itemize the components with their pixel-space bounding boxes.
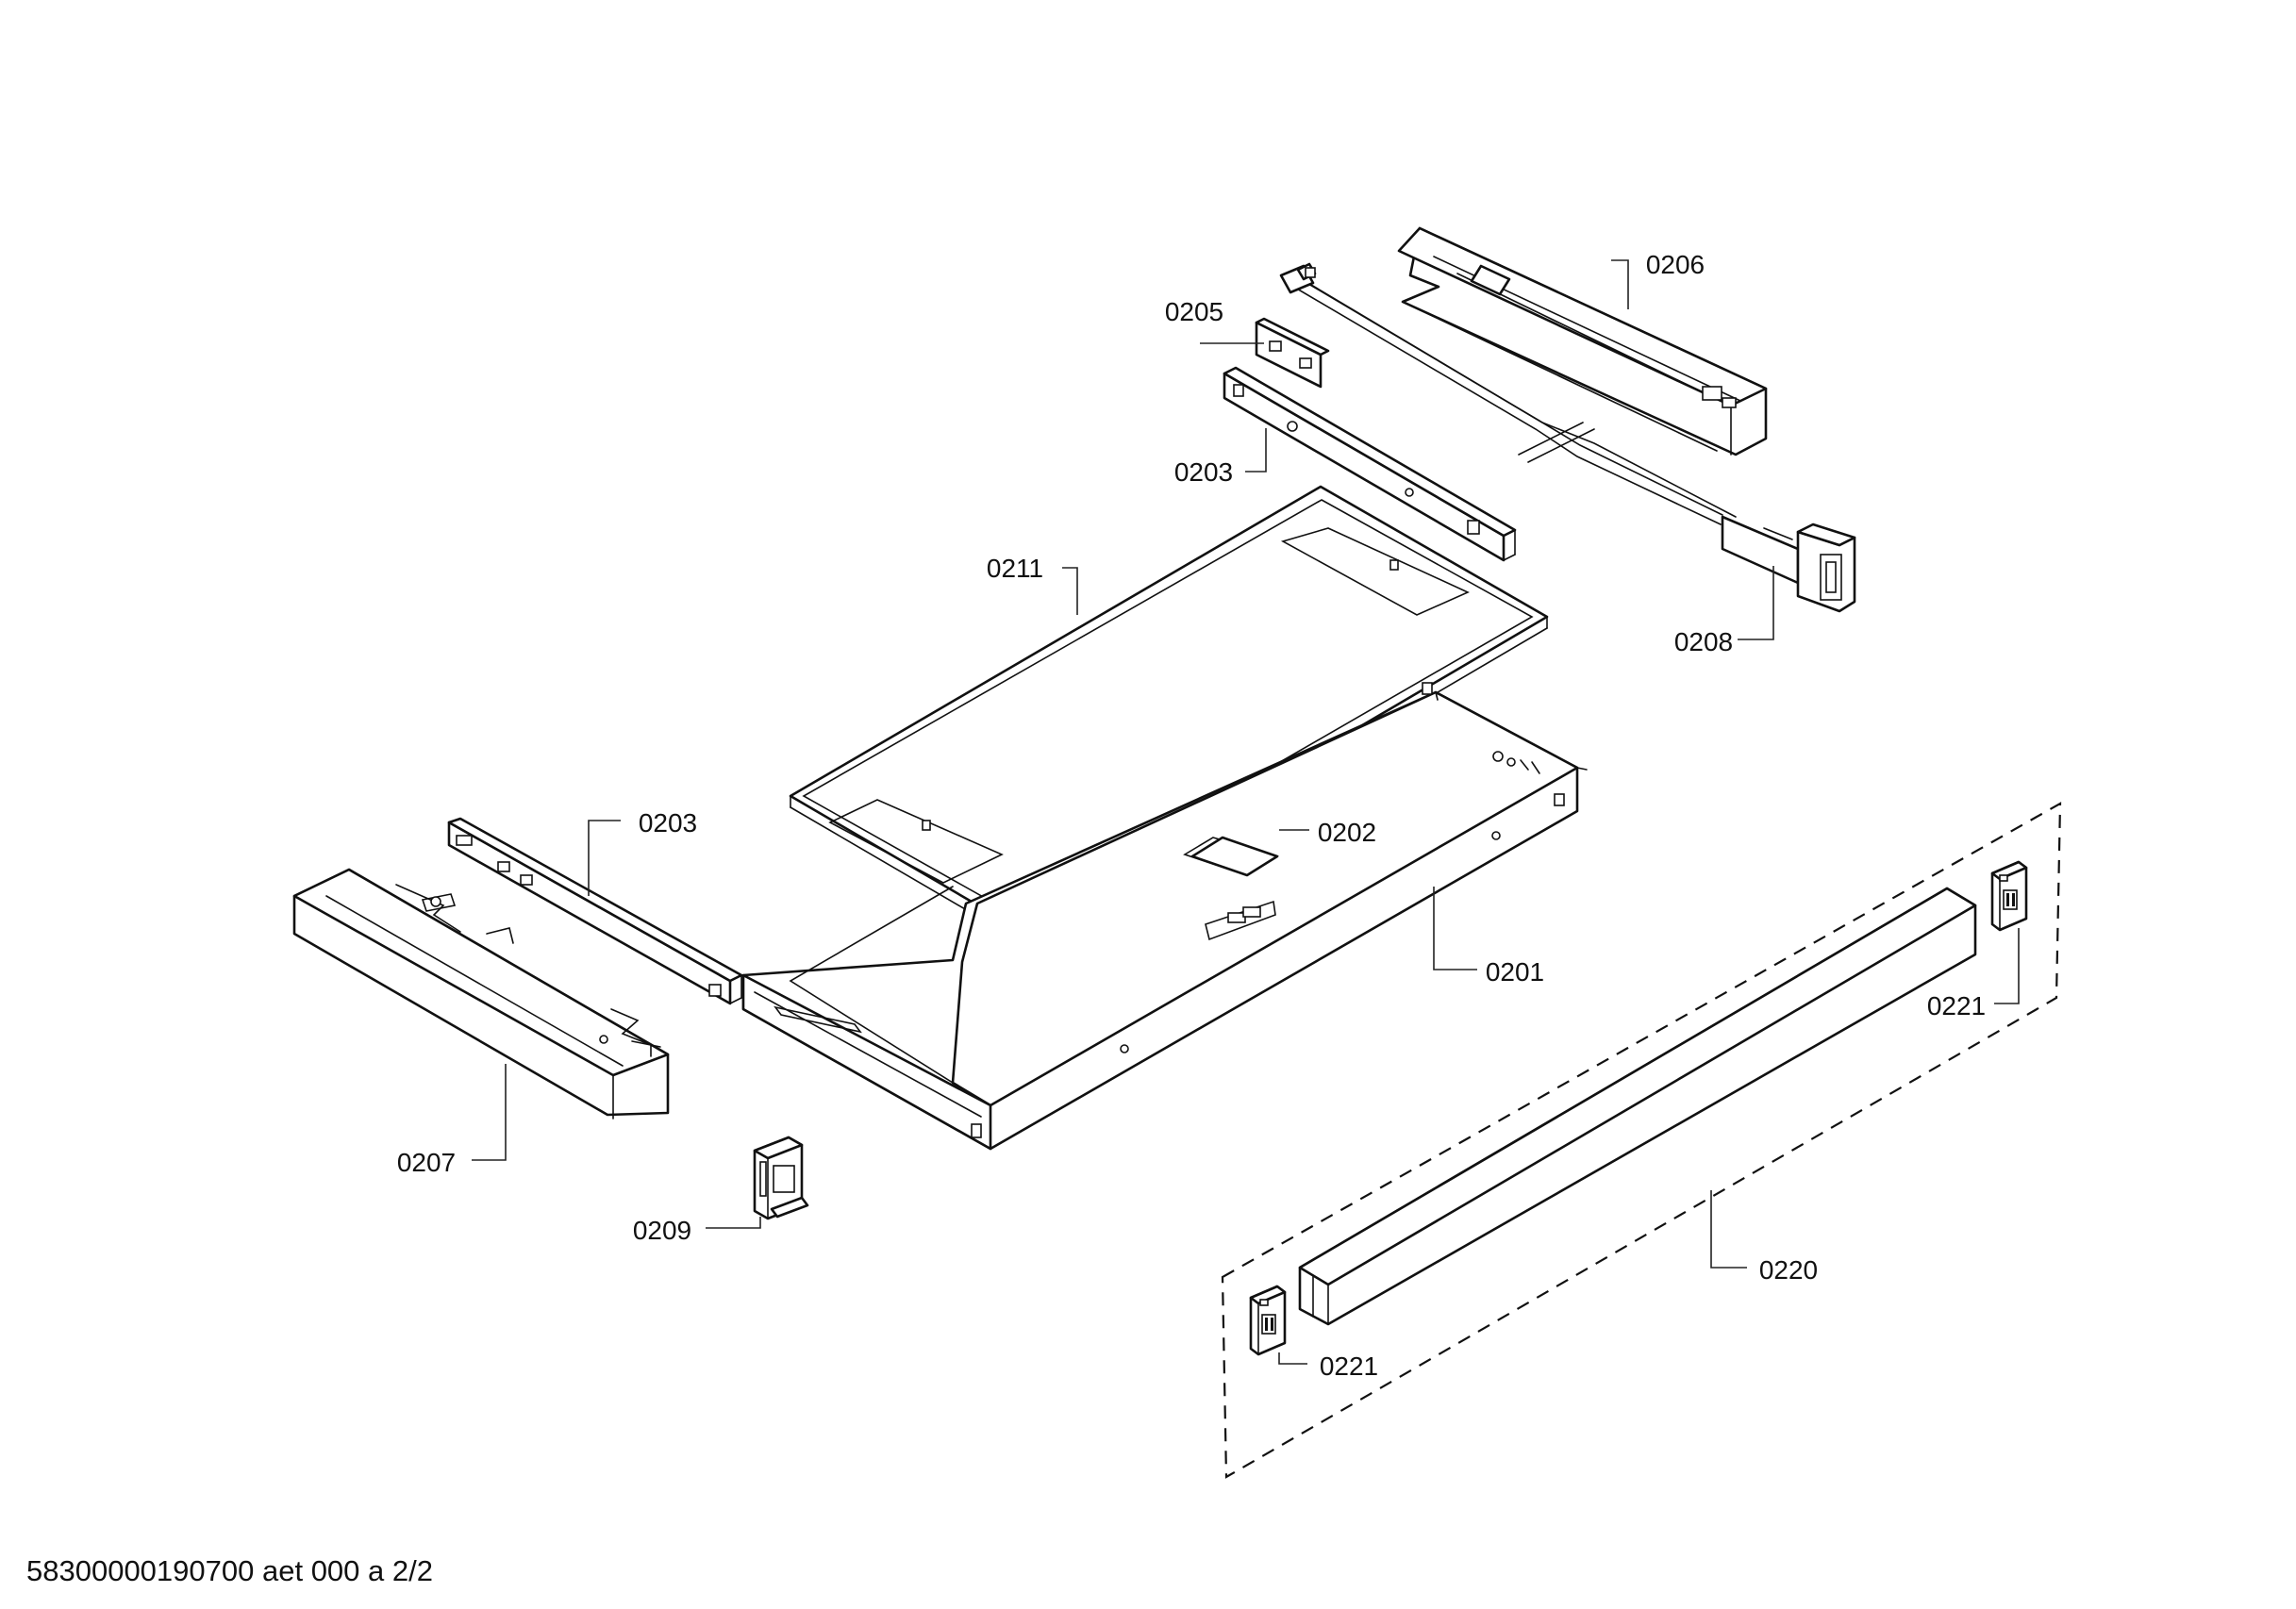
label-0206: 0206 xyxy=(1646,250,1705,279)
label-0207: 0207 xyxy=(397,1148,456,1177)
label-0221-right: 0221 xyxy=(1927,991,1986,1020)
part-0208-rail[interactable] xyxy=(1279,262,1317,294)
label-0205: 0205 xyxy=(1165,297,1223,326)
part-0201-main-tray[interactable] xyxy=(741,682,1588,1151)
leader-lines xyxy=(472,259,2020,1365)
part-0205-small-bracket[interactable] xyxy=(1255,317,1330,389)
label-0202: 0202 xyxy=(1318,818,1376,847)
label-0220: 0220 xyxy=(1759,1255,1818,1285)
part-0221-right-end-cap[interactable] xyxy=(1990,860,2028,932)
part-0220-handle-bar[interactable] xyxy=(1298,887,1977,1326)
part-0209-switch[interactable] xyxy=(753,1136,809,1220)
label-0211: 0211 xyxy=(987,554,1043,583)
part-0203-bottom-side-rail[interactable] xyxy=(447,817,743,1005)
handle-assembly-dashed-boundary xyxy=(1221,802,2062,1479)
label-0208: 0208 xyxy=(1674,627,1733,656)
part-0207-front-channel[interactable] xyxy=(292,868,670,1120)
part-0203-top-side-rail[interactable] xyxy=(1223,366,1517,562)
part-0221-left-end-cap[interactable] xyxy=(1249,1285,1287,1356)
part-0202-plate[interactable] xyxy=(1190,836,1279,877)
document-code: 58300000190700 aet 000 a 2/2 xyxy=(26,1554,433,1587)
part-0206-rear-channel[interactable] xyxy=(1397,226,1768,456)
label-0203-top: 0203 xyxy=(1174,457,1233,487)
label-0209: 0209 xyxy=(633,1216,691,1245)
label-0201: 0201 xyxy=(1486,957,1544,987)
part-0208-wiring-connector[interactable] xyxy=(1289,274,1856,613)
label-0221-left: 0221 xyxy=(1320,1352,1378,1381)
part-labels: 0206 0205 0203 0211 0208 0203 0202 0201 … xyxy=(397,250,1986,1381)
label-0203-bottom: 0203 xyxy=(639,808,697,838)
